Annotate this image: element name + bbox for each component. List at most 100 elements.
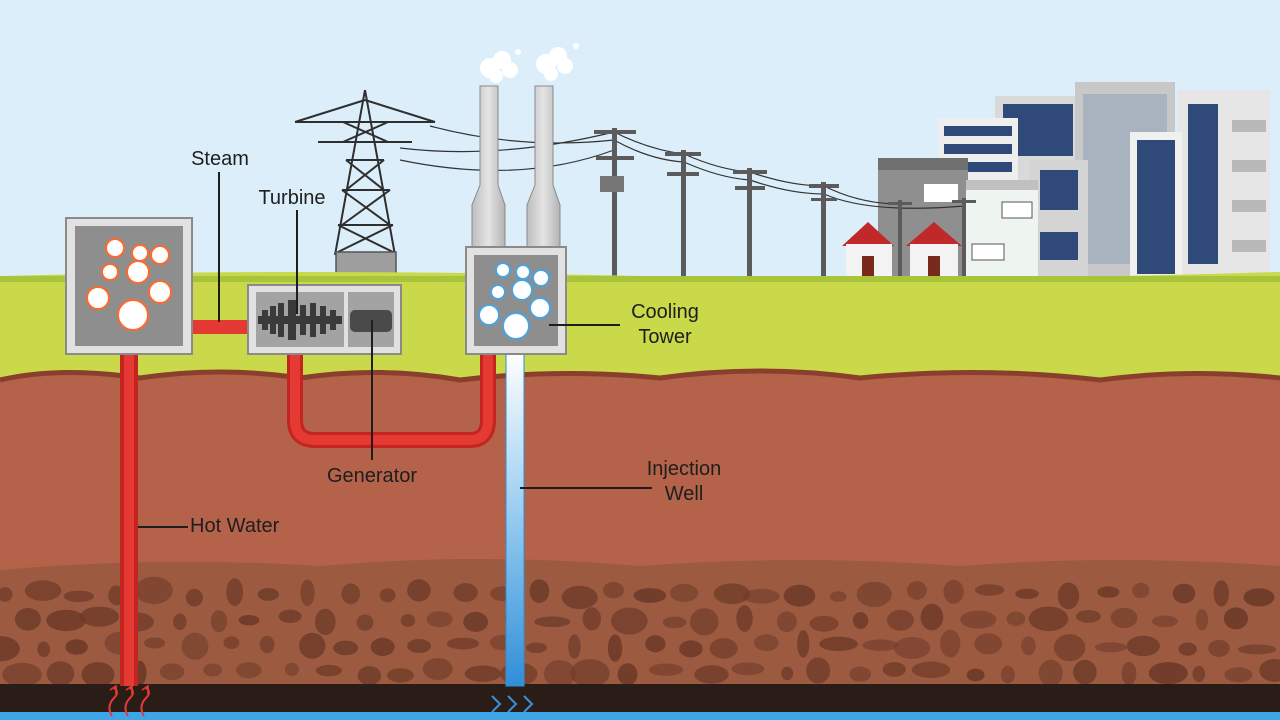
rock-stone bbox=[81, 662, 115, 687]
rock-stone bbox=[582, 607, 601, 631]
cooling-tower-label-line1: Cooling bbox=[631, 301, 699, 323]
rock-stone bbox=[24, 580, 62, 601]
rock-stone bbox=[1057, 582, 1080, 610]
rock-stone bbox=[79, 606, 119, 627]
rock-stone bbox=[173, 613, 187, 631]
rock-stone bbox=[159, 663, 185, 681]
rock-stone bbox=[278, 609, 302, 623]
rock-stone bbox=[203, 663, 223, 677]
rock-stone bbox=[223, 636, 240, 649]
rock-stone bbox=[181, 632, 209, 660]
leader-lines bbox=[138, 172, 652, 528]
rock-stone bbox=[920, 603, 944, 631]
rock-stone bbox=[1172, 583, 1196, 604]
rock-stone bbox=[463, 611, 488, 632]
rock-stone bbox=[1132, 582, 1150, 599]
rock-stone bbox=[426, 611, 453, 628]
rock-stone bbox=[1259, 659, 1280, 682]
injection-well-label-line2: Well bbox=[664, 483, 704, 505]
rock-stone bbox=[1192, 665, 1206, 683]
rock-stone bbox=[568, 634, 581, 659]
injection-well-label-line1: Injection bbox=[646, 458, 722, 480]
rock-stone bbox=[1121, 661, 1137, 686]
rock-stone bbox=[526, 642, 547, 654]
rock-stone bbox=[284, 662, 299, 676]
rock-stone bbox=[887, 609, 914, 631]
rock-stone bbox=[46, 609, 86, 632]
rock-stone bbox=[570, 659, 610, 687]
rock-stone bbox=[1075, 610, 1101, 623]
rock-stone bbox=[534, 616, 571, 628]
rock-stone bbox=[185, 588, 203, 607]
houses bbox=[842, 222, 962, 276]
rock-stone bbox=[809, 615, 839, 632]
cooling-stacks bbox=[471, 43, 579, 251]
soil-layer bbox=[0, 371, 1280, 570]
rock-stone bbox=[754, 634, 779, 652]
rock-stone bbox=[0, 636, 20, 662]
rock-stone bbox=[1038, 659, 1063, 687]
rock-stone bbox=[341, 583, 361, 605]
rock-stone bbox=[781, 666, 794, 681]
rock-stone bbox=[679, 640, 703, 658]
rock-stone bbox=[974, 584, 1005, 596]
rock-stone bbox=[1237, 644, 1277, 655]
rock-stone bbox=[966, 668, 985, 682]
rock-stone bbox=[315, 608, 336, 636]
rock-stone bbox=[46, 661, 75, 686]
rock-stone bbox=[806, 657, 831, 684]
rock-stone bbox=[736, 605, 753, 632]
city-skyline bbox=[878, 82, 1270, 276]
rock-stone bbox=[1195, 609, 1208, 631]
rock-stone bbox=[777, 611, 797, 632]
rock-stone bbox=[940, 629, 961, 658]
rock-stone bbox=[1178, 642, 1197, 656]
turbine-label: Turbine bbox=[258, 187, 326, 209]
rock-stone bbox=[1015, 588, 1039, 599]
rock-stone bbox=[37, 641, 50, 658]
rock-stone bbox=[1126, 635, 1160, 657]
rock-stone bbox=[1148, 662, 1188, 685]
rock-stone bbox=[407, 639, 431, 653]
rock-stone bbox=[1208, 639, 1230, 657]
rock-stone bbox=[797, 630, 810, 658]
rock-stone bbox=[134, 576, 173, 605]
hot-water-label: Hot Water bbox=[190, 515, 280, 537]
cooling-tower-label-line2: Tower bbox=[638, 326, 692, 348]
bedrock bbox=[0, 684, 1280, 714]
rock-stone bbox=[882, 662, 906, 677]
rock-stone bbox=[617, 663, 638, 686]
rock-stone bbox=[1223, 607, 1248, 630]
heat-arrows-icon bbox=[108, 684, 150, 717]
rock-stone bbox=[783, 584, 816, 607]
rock-stone bbox=[669, 583, 699, 602]
rock-stone bbox=[407, 579, 431, 602]
rock-stone bbox=[607, 634, 623, 662]
rock-stone bbox=[1152, 615, 1178, 628]
rock-stone bbox=[210, 610, 228, 633]
rock-stone bbox=[1243, 588, 1275, 607]
rock-stone bbox=[2, 662, 42, 687]
rock-stone bbox=[422, 658, 453, 680]
rock-stone bbox=[561, 585, 598, 610]
rock-stone bbox=[662, 616, 687, 629]
rock-stone bbox=[299, 632, 326, 659]
rock-stone bbox=[856, 581, 892, 607]
rock-stone bbox=[974, 633, 1003, 655]
rock-stone bbox=[1110, 607, 1138, 629]
generator-label: Generator bbox=[326, 465, 418, 487]
rock-stone bbox=[943, 579, 964, 604]
transmission-tower bbox=[294, 89, 436, 256]
rock-stone bbox=[63, 590, 94, 602]
rock-stone bbox=[1097, 586, 1120, 598]
rock-stone bbox=[543, 660, 576, 688]
production-well-box bbox=[65, 217, 193, 355]
cooling-tower-label: Cooling Tower bbox=[620, 300, 710, 350]
rock-stone bbox=[645, 635, 666, 653]
rock-stone bbox=[1224, 667, 1253, 683]
rock-stone bbox=[226, 578, 244, 607]
rock-stone bbox=[379, 588, 396, 603]
rock-stone bbox=[862, 639, 899, 651]
rock-stone bbox=[633, 588, 667, 603]
